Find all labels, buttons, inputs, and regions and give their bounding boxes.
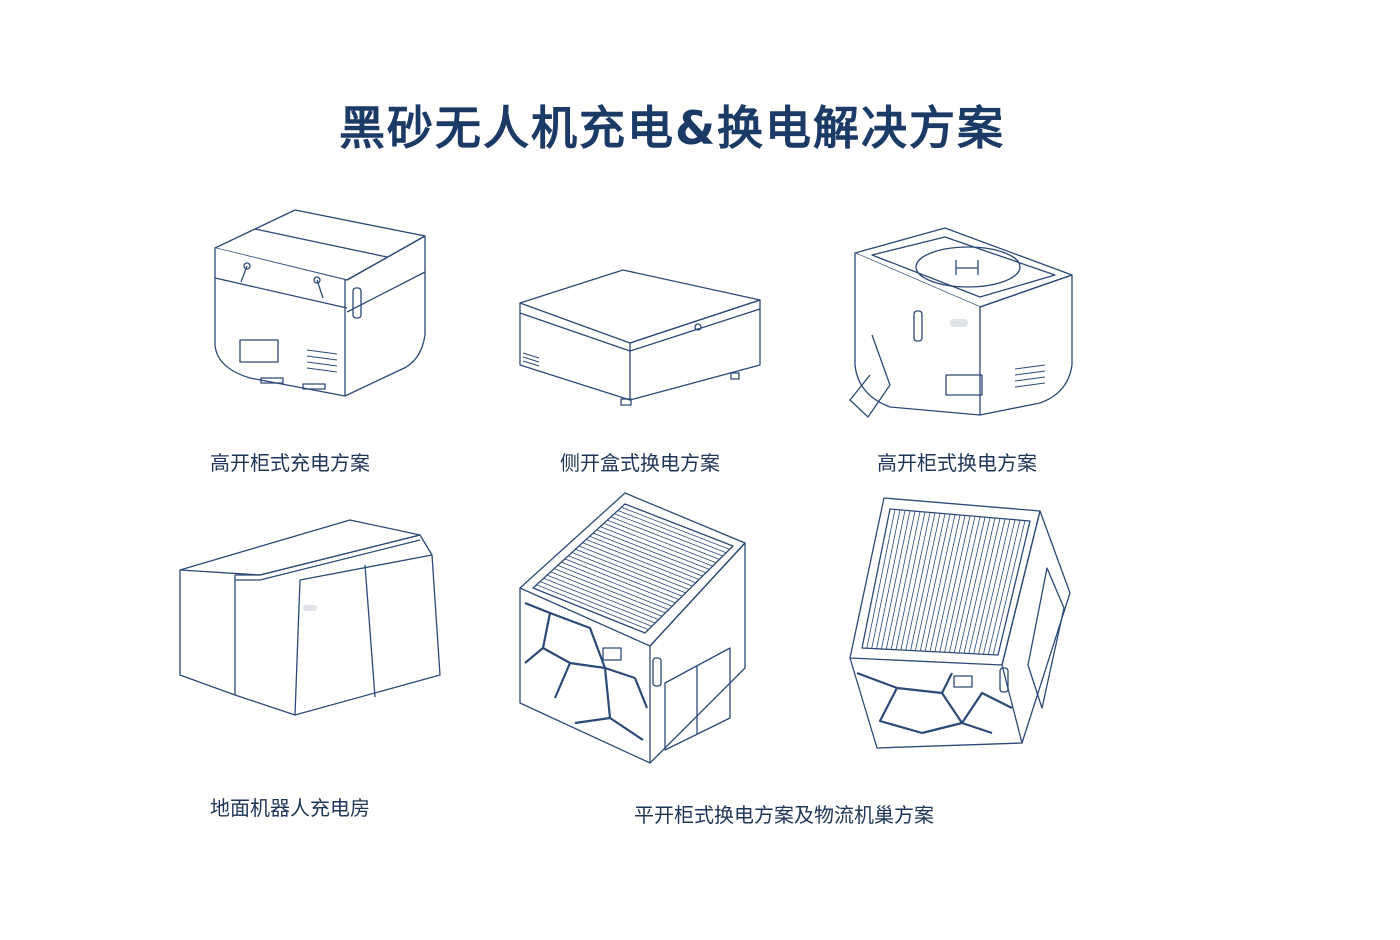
caption-side-open-box-battery-swap: 侧开盒式换电方案	[560, 451, 720, 475]
caption-ground-robot-charging-house: 地面机器人充电房	[210, 796, 370, 820]
logistics-nest-icon	[842, 493, 1082, 755]
page-title: 黑砂无人机充电&换电解决方案	[338, 101, 1006, 155]
flat-open-cabinet-battery-swap-icon	[515, 488, 755, 768]
caption-flat-open-cabinet-logistics-nest: 平开柜式换电方案及物流机巢方案	[634, 803, 934, 827]
ground-robot-charging-house-icon	[170, 515, 450, 725]
high-open-cabinet-battery-swap-icon	[850, 225, 1080, 420]
caption-high-open-cabinet-battery-swap: 高开柜式换电方案	[877, 451, 1037, 475]
high-open-cabinet-charging-box-icon	[205, 200, 460, 405]
side-open-box-battery-swap-icon	[515, 265, 765, 410]
caption-high-open-cabinet-charging: 高开柜式充电方案	[210, 451, 370, 475]
